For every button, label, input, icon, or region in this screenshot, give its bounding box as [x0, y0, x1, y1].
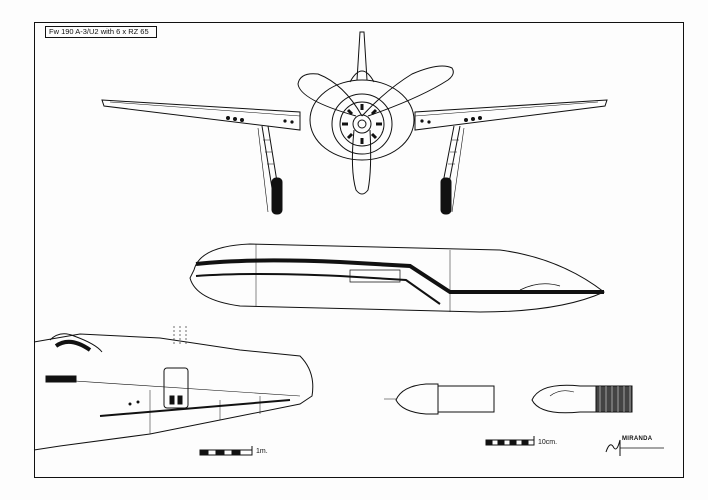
- scale-bar-1m: [199, 446, 253, 456]
- rocket-top-drawing: [531, 384, 633, 414]
- front-view-drawing: [101, 31, 608, 215]
- side-view-drawing: [33, 326, 314, 451]
- signature-mark: [605, 439, 664, 456]
- rocket-side-drawing: [384, 383, 495, 415]
- scale-label-10cm: 10cm.: [538, 439, 558, 446]
- drawing-title: Fw 190 A-3/U2 with 6 x RZ 65: [45, 26, 157, 38]
- drawing-frame: [34, 22, 684, 478]
- signature-brand: MIRANDA: [622, 436, 653, 442]
- wing-section-drawing: [189, 243, 605, 313]
- scale-label-1m: 1m.: [256, 448, 268, 455]
- scale-bar-10cm: [485, 436, 535, 446]
